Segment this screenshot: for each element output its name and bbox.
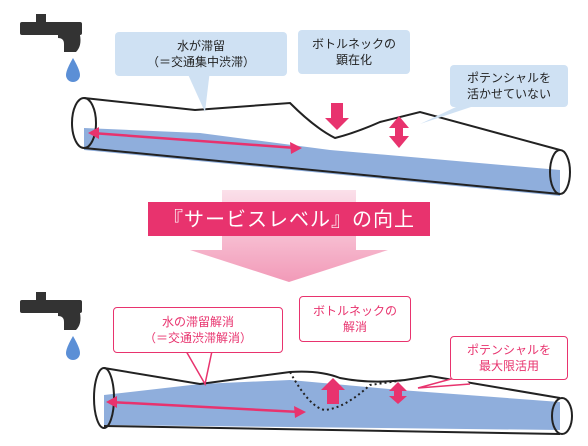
water-drop-icon-bottom <box>66 336 80 360</box>
top-flow-arrow <box>91 131 297 150</box>
top-pipe-end <box>549 149 571 195</box>
callout-water-resolved-line2: （＝交通渋滞解消） <box>143 331 252 345</box>
callout-water-stagnant-line1: 水が滞留 <box>176 39 225 53</box>
callout-bottleneck-line1: ボトルネックの <box>311 37 396 51</box>
callout-bottleneck: ボトルネックの 顕在化 <box>298 30 410 74</box>
callout-potential-line2: 活かせていない <box>466 87 551 101</box>
bottom-flow-arrow <box>109 400 301 414</box>
callout-water-resolved: 水の滞留解消 （＝交通渋滞解消） <box>113 307 283 353</box>
callout-water-stagnant: 水が滞留 （＝交通集中渋滞） <box>115 32 287 76</box>
callout-potential: ポテンシャルを 活かせていない <box>450 65 568 107</box>
callout-potential-max-line1: ポテンシャルを <box>466 343 551 357</box>
top-pipe-outline <box>83 97 561 195</box>
potential-gap-arrow <box>389 116 409 148</box>
callout-water-stagnant-line2: （＝交通集中渋滞） <box>146 55 255 69</box>
top-flow-arrow-head-right <box>290 142 302 154</box>
callout-potential-line1: ポテンシャルを <box>466 71 551 85</box>
callout-water-resolved-line1: 水の滞留解消 <box>161 315 234 329</box>
callout-potential-max: ポテンシャルを 最大限活用 <box>450 336 568 380</box>
top-flow-arrow-head-left <box>88 127 99 139</box>
faucet-icon-bottom <box>20 292 82 330</box>
bottom-flow-arrow-head-right <box>294 406 306 418</box>
bottom-pipe <box>93 367 573 435</box>
potential-small-arrow <box>389 382 407 404</box>
callout-bottleneck-resolved-line1: ボトルネックの <box>312 304 397 318</box>
pointer-water-resolved <box>185 350 213 387</box>
top-water-fill <box>84 128 560 196</box>
bottom-pipe-end <box>551 397 573 435</box>
faucet-icon <box>20 14 82 52</box>
pointer-water-stagnant <box>186 70 210 112</box>
top-pipe <box>71 97 571 196</box>
top-pipe-mouth <box>71 97 97 149</box>
water-drop-icon <box>66 58 80 82</box>
callout-bottleneck-resolved-line2: 解消 <box>342 320 367 334</box>
bottom-water-fill <box>104 380 560 430</box>
callout-bottleneck-line2: 顕在化 <box>335 53 372 67</box>
bottleneck-down-arrow <box>325 103 349 130</box>
service-level-banner: 『サービスレベル』の向上 <box>148 202 430 236</box>
callout-bottleneck-resolved: ボトルネックの 解消 <box>299 296 411 342</box>
callout-potential-max-line2: 最大限活用 <box>478 359 539 373</box>
bottom-flow-arrow-head-left <box>106 396 117 408</box>
bottleneck-up-arrow <box>321 378 345 404</box>
